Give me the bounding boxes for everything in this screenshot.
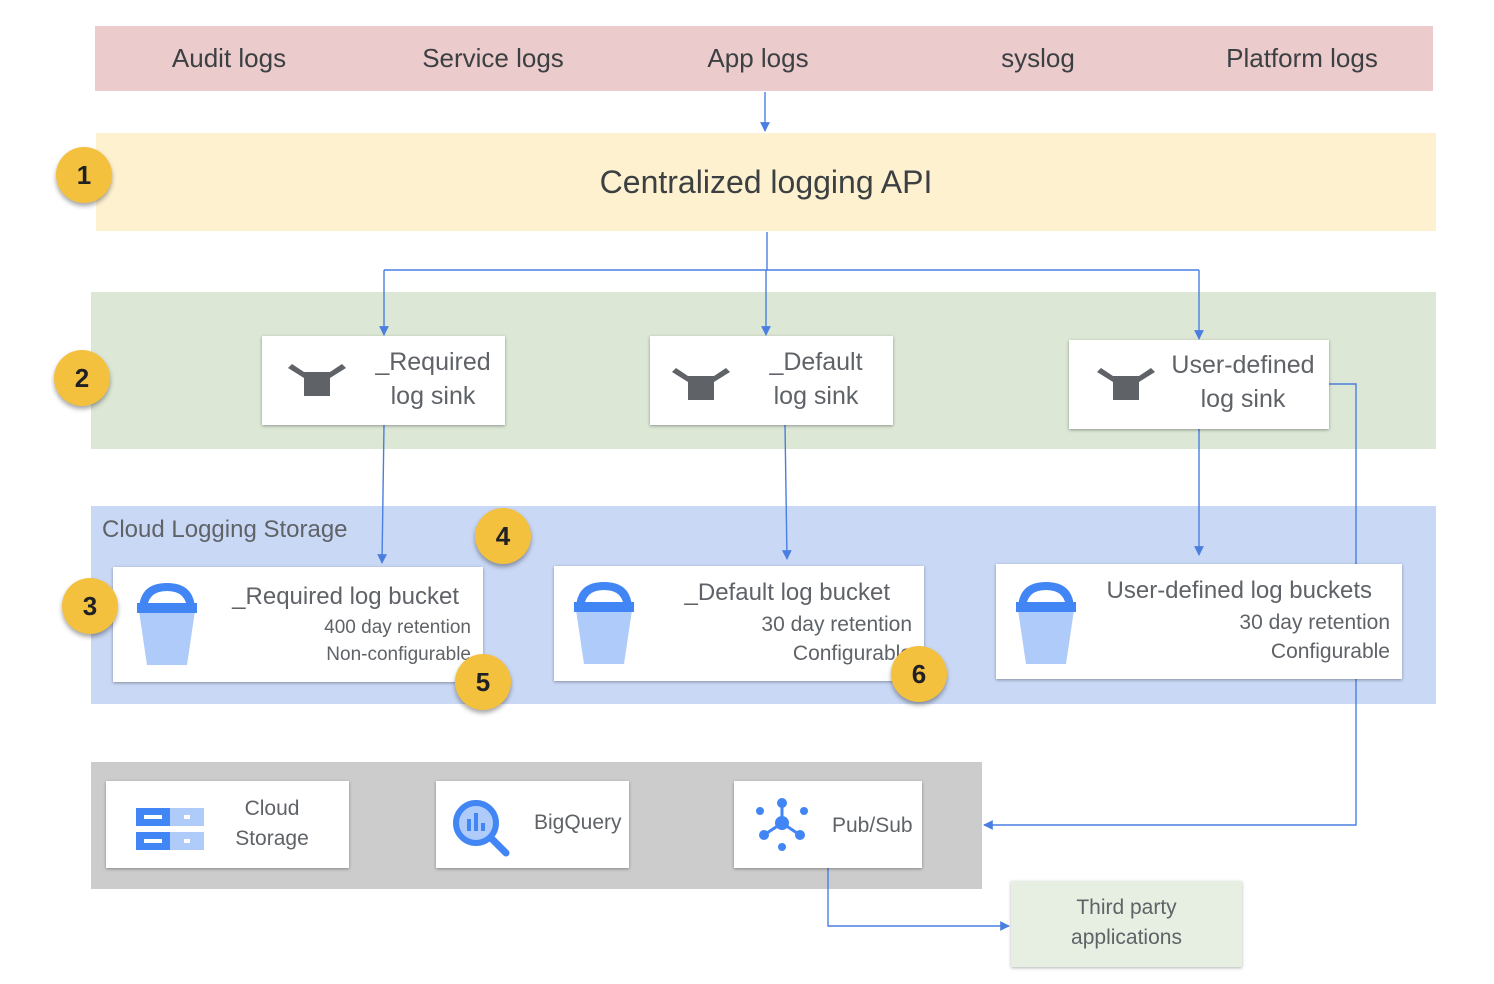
bigquery-icon [453,800,510,857]
user-defined-log-sink-card: User-defined log sink [1069,340,1329,429]
badge-2: 2 [54,350,110,406]
sink-label-line1: _Default [769,348,863,376]
bucket-configurability: Non-configurable [326,644,471,665]
log-bucket-icon [1016,582,1076,664]
log-sources-band: Audit logs Service logs App logs syslog … [95,26,1433,91]
sink-label-line1: _Required [375,348,491,376]
log-bucket-icon [574,582,634,664]
cloud-storage-icon [136,808,204,850]
bucket-title: _Required log bucket [232,583,459,610]
third-party-applications-box: Third party applications [1011,881,1242,967]
bucket-retention: 400 day retention [324,617,471,638]
source-syslog: syslog [1001,43,1075,73]
third-party-line2: applications [1071,926,1182,949]
sink-label-line2: log sink [773,382,859,410]
badge-1: 1 [56,147,112,203]
badge-4: 4 [475,508,531,564]
log-sink-icon [672,368,730,400]
destination-label: Pub/Sub [832,814,913,837]
source-app-logs: App logs [707,43,809,73]
source-platform-logs: Platform logs [1226,43,1378,73]
sink-label-line2: log sink [390,382,476,410]
third-party-line1: Third party [1076,896,1177,919]
bigquery-card: BigQuery [436,781,629,868]
bucket-title: _Default log bucket [684,579,890,606]
pubsub-icon [756,798,808,851]
api-label: Centralized logging API [599,164,933,200]
sink-label-line1: User-defined [1171,351,1315,379]
badge-5: 5 [455,654,511,710]
bucket-title: User-defined log buckets [1106,577,1372,604]
source-audit-logs: Audit logs [171,43,287,73]
bucket-configurability: Configurable [1270,640,1390,663]
sink-label-line2: log sink [1200,385,1286,413]
bucket-configurability: Configurable [792,642,912,665]
log-bucket-icon [137,583,197,665]
pubsub-card: Pub/Sub [734,781,922,868]
log-sink-icon [1097,368,1155,400]
centralized-logging-api-band: Centralized logging API [96,133,1436,231]
required-log-sink-card: _Required log sink [262,336,505,425]
cloud-storage-card: Cloud Storage [106,781,349,868]
user-defined-log-buckets-card: User-defined log buckets 30 day retentio… [996,564,1402,679]
default-log-sink-card: _Default log sink [650,336,893,425]
destination-label-line1: Cloud [244,797,300,820]
badge-6: 6 [891,646,947,702]
bucket-retention: 30 day retention [761,613,912,636]
destination-label-line2: Storage [235,827,309,850]
badge-3: 3 [62,578,118,634]
source-service-logs: Service logs [422,43,564,73]
log-sink-icon [288,364,346,396]
required-log-bucket-card: _Required log bucket 400 day retention N… [113,567,483,682]
bucket-retention: 30 day retention [1239,611,1390,634]
storage-label: Cloud Logging Storage [102,516,348,543]
destination-label: BigQuery [534,811,622,834]
default-log-bucket-card: _Default log bucket 30 day retention Con… [554,566,924,681]
